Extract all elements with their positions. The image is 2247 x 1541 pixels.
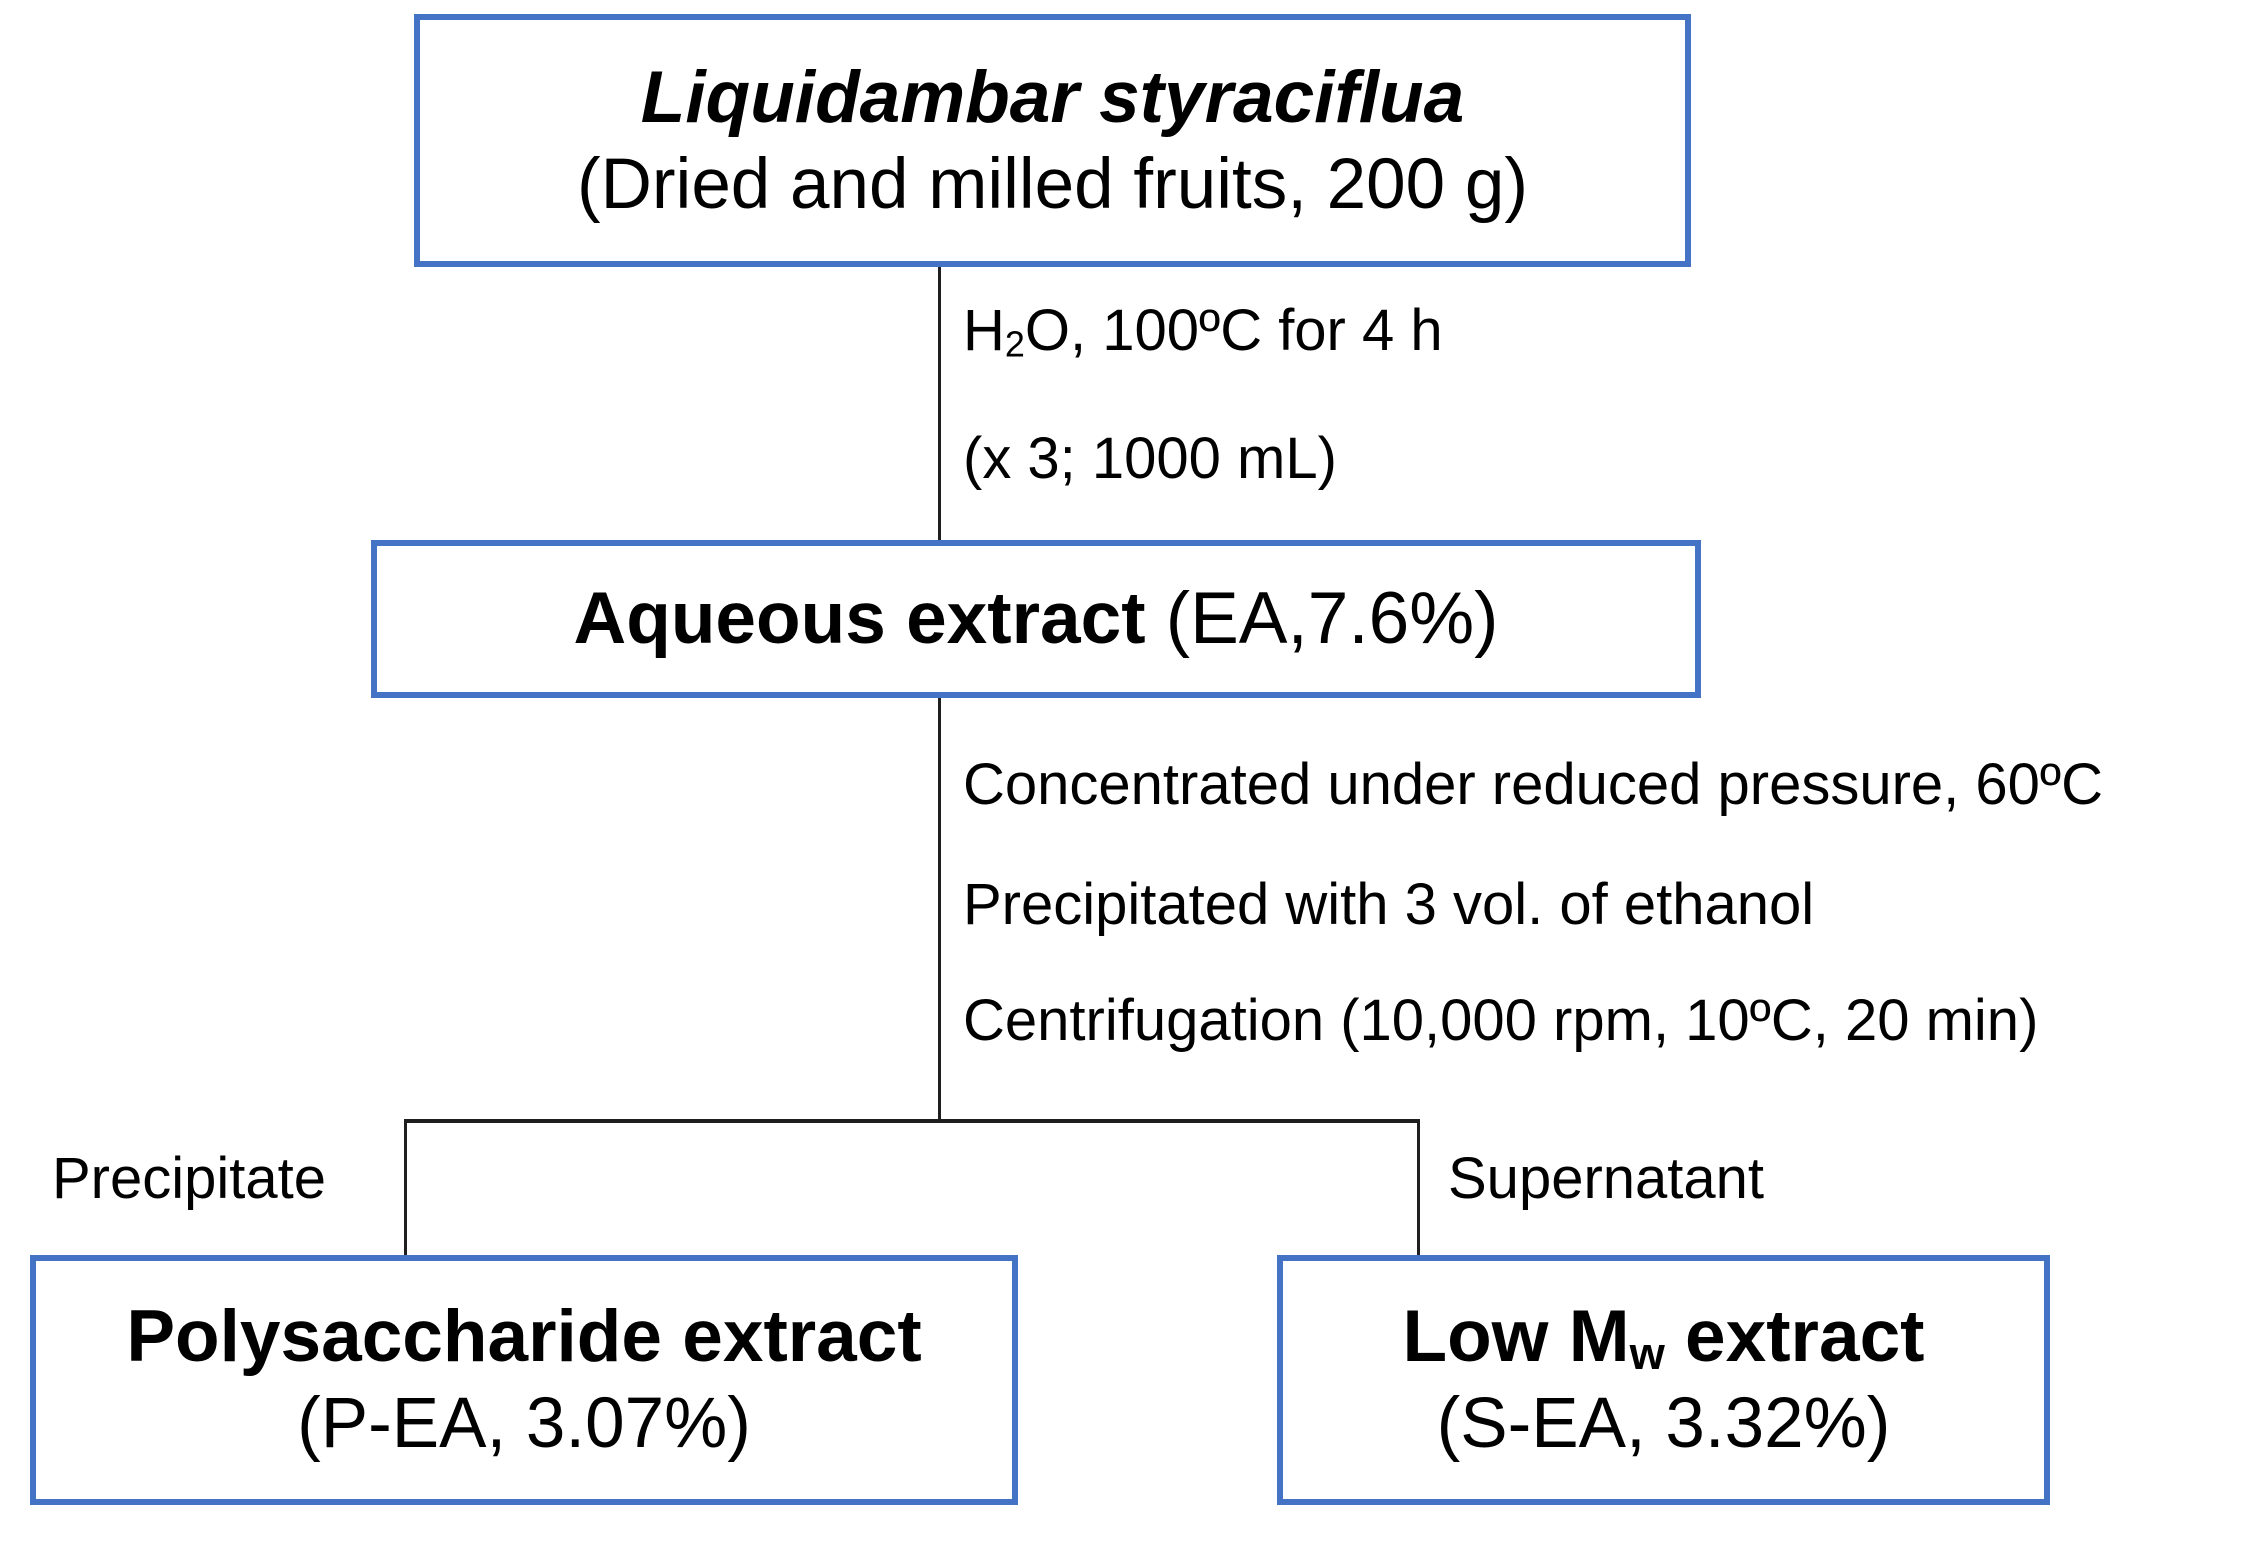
extraction-conditions-line2: (x 3; 1000 mL)	[963, 426, 1337, 491]
branch-label-precipitate: Precipitate	[52, 1146, 327, 1211]
source-material-name: Liquidambar styraciflua	[640, 56, 1465, 138]
connector-source-to-aqueous	[938, 267, 941, 540]
processing-step-concentration: Concentrated under reduced pressure, 60º…	[963, 752, 2103, 817]
aqueous-extract-yield: (EA,7.6%)	[1145, 578, 1499, 660]
connector-branch-left	[404, 1119, 407, 1257]
connector-branch-horizontal	[404, 1119, 1420, 1123]
aqueous-extract-box: Aqueous extract (EA,7.6%)	[371, 540, 1701, 698]
polysaccharide-extract-yield: (P-EA, 3.07%)	[297, 1384, 751, 1464]
low-mw-title-subscript: w	[1629, 1328, 1665, 1380]
low-mw-extract-yield: (S-EA, 3.32%)	[1436, 1384, 1891, 1464]
processing-step-precipitation: Precipitated with 3 vol. of ethanol	[963, 872, 1815, 937]
source-material-detail: (Dried and milled fruits, 200 g)	[576, 144, 1528, 224]
low-mw-extract-box: Low Mw extract (S-EA, 3.32%)	[1277, 1255, 2050, 1505]
source-material-box: Liquidambar styraciflua (Dried and mille…	[414, 14, 1691, 267]
connector-aqueous-to-branch	[938, 698, 941, 1123]
extraction-conditions-line1: H2O, 100ºC for 4 h	[963, 298, 1443, 365]
low-mw-title-post: extract	[1664, 1296, 1925, 1378]
branch-label-supernatant: Supernatant	[1448, 1146, 1765, 1211]
low-mw-extract-title: Low Mw extract	[1403, 1292, 1925, 1381]
low-mw-title-pre: Low M	[1402, 1296, 1630, 1378]
connector-branch-right	[1417, 1119, 1420, 1257]
polysaccharide-extract-box: Polysaccharide extract (P-EA, 3.07%)	[30, 1255, 1018, 1505]
polysaccharide-extract-title: Polysaccharide extract	[126, 1296, 922, 1378]
processing-step-centrifugation: Centrifugation (10,000 rpm, 10ºC, 20 min…	[963, 988, 2039, 1053]
aqueous-extract-title: Aqueous extract (EA,7.6%)	[574, 574, 1499, 663]
aqueous-extract-name: Aqueous extract	[573, 578, 1146, 660]
extraction-h2o-post: O, 100ºC for 4 h	[1024, 298, 1443, 363]
extraction-h2o-subscript: 2	[1004, 323, 1025, 365]
extraction-h2o-pre: H	[963, 298, 1005, 363]
